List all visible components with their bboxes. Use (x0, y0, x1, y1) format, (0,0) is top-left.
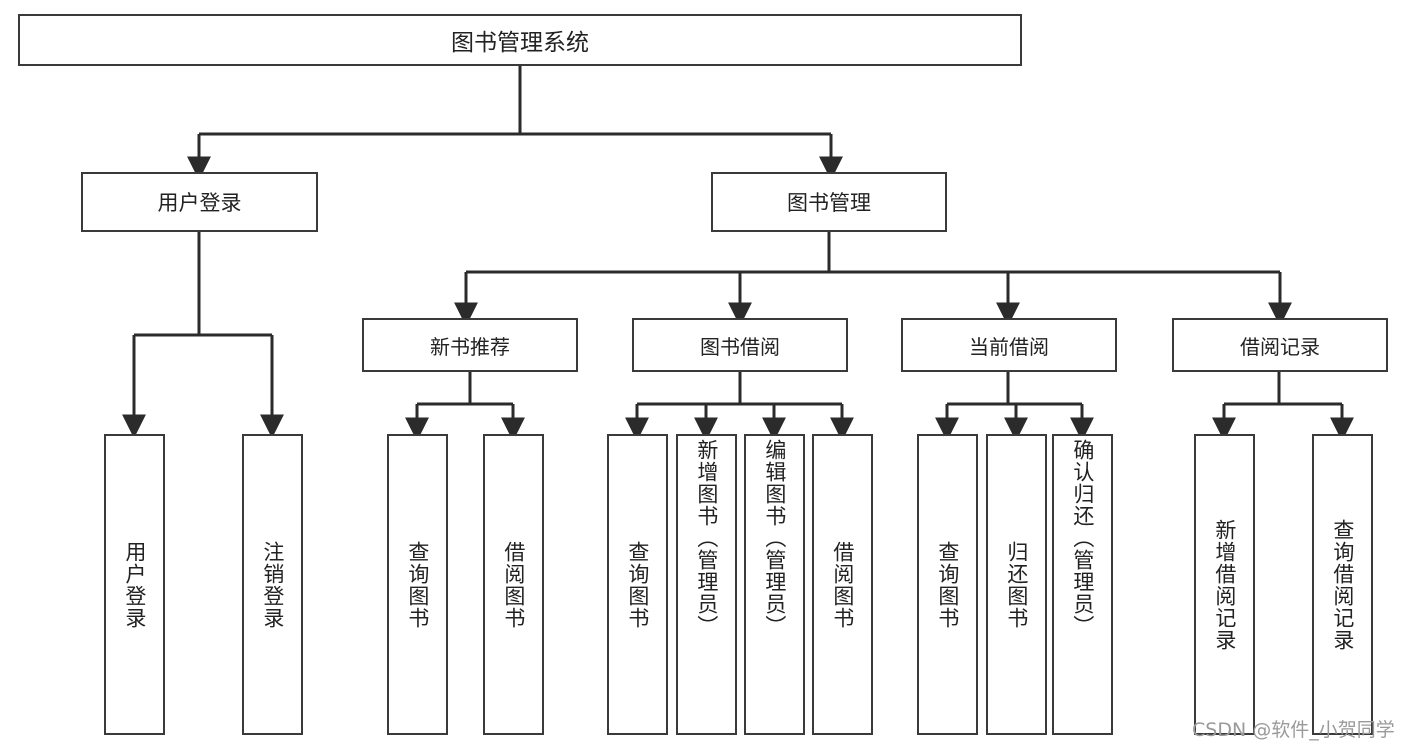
leaf-logout-login[interactable]: 注销登录 (242, 434, 303, 735)
leaf-label: 归还图书 (1004, 540, 1029, 629)
leaf-label: 借阅图书 (501, 540, 526, 629)
node-current-borrow[interactable]: 当前借阅 (901, 318, 1117, 372)
node-book-management[interactable]: 图书管理 (711, 172, 947, 232)
node-label: 图书借阅 (700, 334, 780, 359)
leaf-edit-book-admin[interactable]: 编辑图书（管理员） (744, 434, 805, 735)
watermark: CSDN @软件_小贺同学 (1192, 719, 1395, 741)
leaf-label: 查询图书 (935, 540, 960, 629)
leaf-label: 注销登录 (260, 540, 285, 629)
leaf-query-book-borrow[interactable]: 查询图书 (607, 434, 668, 735)
leaf-add-book-admin[interactable]: 新增图书（管理员） (676, 434, 737, 735)
leaf-borrow-book[interactable]: 借阅图书 (812, 434, 873, 735)
node-label: 图书管理 (787, 191, 871, 215)
leaf-query-book-new[interactable]: 查询图书 (387, 434, 448, 735)
leaf-label: 新增图书（管理员） (694, 439, 719, 637)
leaf-confirm-return-admin[interactable]: 确认归还（管理员） (1052, 434, 1113, 735)
leaf-borrow-book-new[interactable]: 借阅图书 (483, 434, 544, 735)
node-label: 图书管理系统 (451, 30, 589, 56)
node-label: 当前借阅 (969, 334, 1049, 359)
leaf-label: 查询借阅记录 (1330, 518, 1355, 651)
node-book-borrow[interactable]: 图书借阅 (632, 318, 848, 372)
node-label: 新书推荐 (430, 334, 510, 359)
leaf-return-book[interactable]: 归还图书 (986, 434, 1047, 735)
leaf-query-borrow-record[interactable]: 查询借阅记录 (1312, 434, 1373, 735)
leaf-user-login[interactable]: 用户登录 (104, 434, 165, 735)
leaf-label: 新增借阅记录 (1212, 518, 1237, 651)
leaf-add-borrow-record[interactable]: 新增借阅记录 (1194, 434, 1255, 735)
leaf-label: 借阅图书 (830, 540, 855, 629)
node-root-book-management-system[interactable]: 图书管理系统 (18, 14, 1022, 66)
leaf-label: 编辑图书（管理员） (762, 439, 787, 637)
leaf-label: 确认归还（管理员） (1070, 439, 1095, 637)
node-label: 借阅记录 (1240, 334, 1320, 359)
node-label: 用户登录 (157, 191, 242, 215)
leaf-query-book-current[interactable]: 查询图书 (917, 434, 978, 735)
node-borrow-record[interactable]: 借阅记录 (1172, 318, 1388, 372)
node-new-book-recommend[interactable]: 新书推荐 (362, 318, 578, 372)
leaf-label: 用户登录 (122, 540, 147, 629)
node-user-login[interactable]: 用户登录 (81, 172, 318, 232)
leaf-label: 查询图书 (405, 540, 430, 629)
leaf-label: 查询图书 (625, 540, 650, 629)
